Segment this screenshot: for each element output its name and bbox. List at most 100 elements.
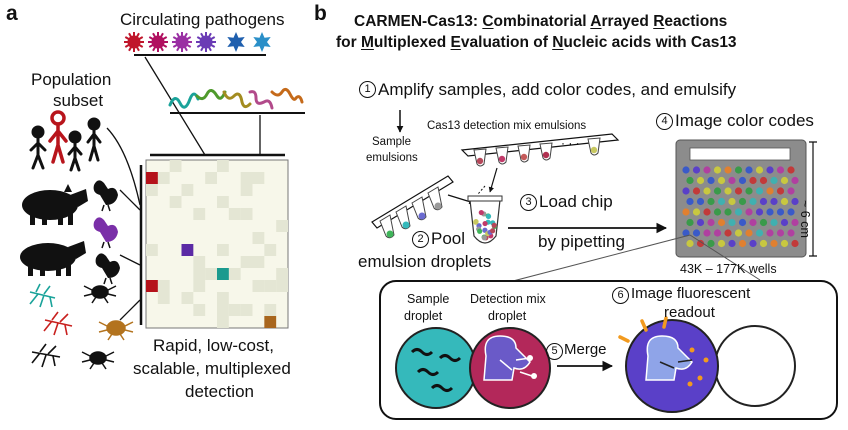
- chip-droplet: [755, 166, 764, 174]
- chip-droplet: [766, 229, 774, 237]
- pooled-droplet: [481, 235, 487, 241]
- detection-droplet-line2: droplet: [488, 309, 527, 323]
- grid-cell: [169, 196, 182, 208]
- step3-number: 3: [520, 194, 537, 211]
- grid-cell: [276, 268, 288, 280]
- chip-droplet: [696, 218, 705, 227]
- pathogen-bacteria-icon: [227, 32, 245, 52]
- chip-droplet: [745, 187, 753, 195]
- step2-number: 2: [412, 231, 429, 248]
- step1-number: 1: [359, 81, 376, 98]
- grid-cell: [193, 256, 206, 268]
- chip-droplet: [717, 197, 726, 206]
- chip-droplet: [738, 239, 747, 248]
- sample-droplet-line1: Sample: [407, 292, 450, 306]
- chip-droplet: [728, 239, 736, 248]
- grid-cell: [252, 280, 265, 292]
- pooled-droplet: [491, 222, 497, 228]
- chip-droplet: [749, 197, 757, 206]
- chicken-icon: [93, 180, 120, 285]
- step2-text-line2: emulsion droplets: [358, 252, 492, 271]
- pooled-droplet: [485, 213, 492, 219]
- chip-droplet: [734, 187, 743, 195]
- chip-droplet: [791, 176, 799, 185]
- chip-size-label: ~ 6 cm: [798, 200, 812, 238]
- grid-cell: [217, 244, 229, 256]
- grid-cell: [240, 184, 253, 196]
- step4-number: 4: [656, 113, 673, 130]
- merged-droplet: [618, 316, 796, 413]
- chip-droplet: [703, 187, 711, 195]
- chip-droplet: [780, 218, 789, 227]
- step2-text-line1: Pool: [431, 229, 466, 248]
- wells-label: 43K – 177K wells: [680, 262, 777, 276]
- chip-droplet: [787, 166, 795, 174]
- caption-line1: Rapid, low-cost,: [153, 336, 274, 355]
- chip-droplet: [692, 187, 701, 195]
- chip-droplet: [724, 229, 732, 237]
- pooled-droplet: [473, 219, 479, 225]
- chip-droplet: [787, 229, 795, 237]
- chip-droplet: [724, 187, 732, 195]
- chip-droplet: [755, 208, 764, 216]
- chip-droplet: [749, 176, 757, 185]
- chip-droplet: [759, 218, 768, 227]
- chip-droplet: [787, 208, 795, 216]
- chip-droplet: [734, 229, 743, 237]
- chip-droplet: [703, 208, 711, 216]
- chip-droplet: [682, 166, 690, 174]
- pooled-droplet: [477, 228, 483, 234]
- grid-hit-cell: [264, 316, 277, 328]
- title-line1: CARMEN-Cas13: Combinatorial Arrayed Reac…: [354, 13, 728, 30]
- chip-droplet: [791, 218, 799, 227]
- sample-emulsions-rack: [371, 175, 454, 239]
- chip-droplet: [755, 229, 764, 237]
- chip-droplet: [749, 239, 757, 248]
- grid-cell: [217, 304, 229, 316]
- chip-droplet: [759, 239, 768, 248]
- chip-droplet: [766, 208, 774, 216]
- sample-droplet: [395, 327, 477, 409]
- chip-droplet: [707, 239, 715, 248]
- grid-cell: [157, 292, 170, 304]
- grid-hit-cell: [146, 280, 158, 292]
- pathogen-virus-icon: [151, 35, 165, 49]
- step1-text: Amplify samples, add color codes, and em…: [378, 80, 737, 99]
- chip-droplet: [770, 197, 778, 206]
- grid-cell: [193, 304, 206, 316]
- chip-droplet: [766, 187, 774, 195]
- chip-droplet: [682, 229, 690, 237]
- sample-emulsions-line1: Sample: [372, 136, 411, 148]
- grid-cell: [169, 160, 182, 172]
- caption-line2: scalable, multiplexed: [133, 359, 291, 378]
- chip-droplet: [776, 229, 785, 237]
- chip-droplet: [738, 197, 747, 206]
- grid-cell: [264, 304, 277, 316]
- grid-cell: [205, 268, 217, 280]
- chip-droplet: [692, 229, 701, 237]
- pooled-tube: [467, 195, 503, 244]
- chip-droplet: [717, 239, 726, 248]
- step6-number: 6: [612, 287, 629, 304]
- detection-mix-droplet: [469, 327, 551, 409]
- grid-cell: [240, 172, 253, 184]
- chip-droplet: [766, 166, 774, 174]
- grid-hit-cell: [146, 172, 158, 184]
- chip-droplet: [713, 166, 722, 174]
- chip-droplet: [759, 176, 768, 185]
- chip-droplet: [734, 166, 743, 174]
- grid-cell: [181, 292, 194, 304]
- grid-cell: [157, 280, 170, 292]
- chip-droplet: [745, 208, 753, 216]
- pathogen-spikes-icon: [172, 32, 192, 52]
- chip-droplet: [707, 197, 715, 206]
- chip-droplet: [717, 176, 726, 185]
- svg-text:· · ·: · · ·: [561, 136, 580, 150]
- grid-cell: [146, 184, 158, 196]
- grid-cell: [228, 268, 241, 280]
- grid-hit-cell: [181, 244, 194, 256]
- pooled-droplet: [490, 228, 496, 234]
- chip-droplet: [738, 176, 747, 185]
- grid-cell: [252, 172, 265, 184]
